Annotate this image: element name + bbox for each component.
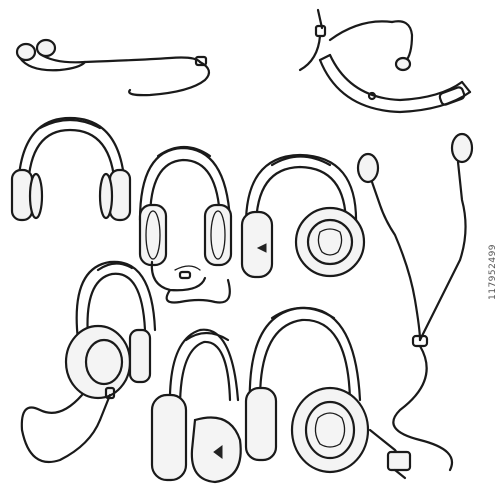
stock-id-watermark: 117952499	[488, 243, 498, 300]
headphones-with-cable-icon	[20, 260, 157, 464]
headphones-icon	[240, 153, 366, 279]
earbuds-icon	[15, 38, 211, 97]
neckband-headset-icon	[298, 8, 472, 114]
headphones-icon	[150, 328, 242, 484]
headphones-icon	[244, 306, 370, 474]
earphones-with-cable-icon	[356, 132, 474, 480]
headphones-with-mic-icon	[138, 145, 233, 304]
headphones-icon	[10, 116, 132, 222]
